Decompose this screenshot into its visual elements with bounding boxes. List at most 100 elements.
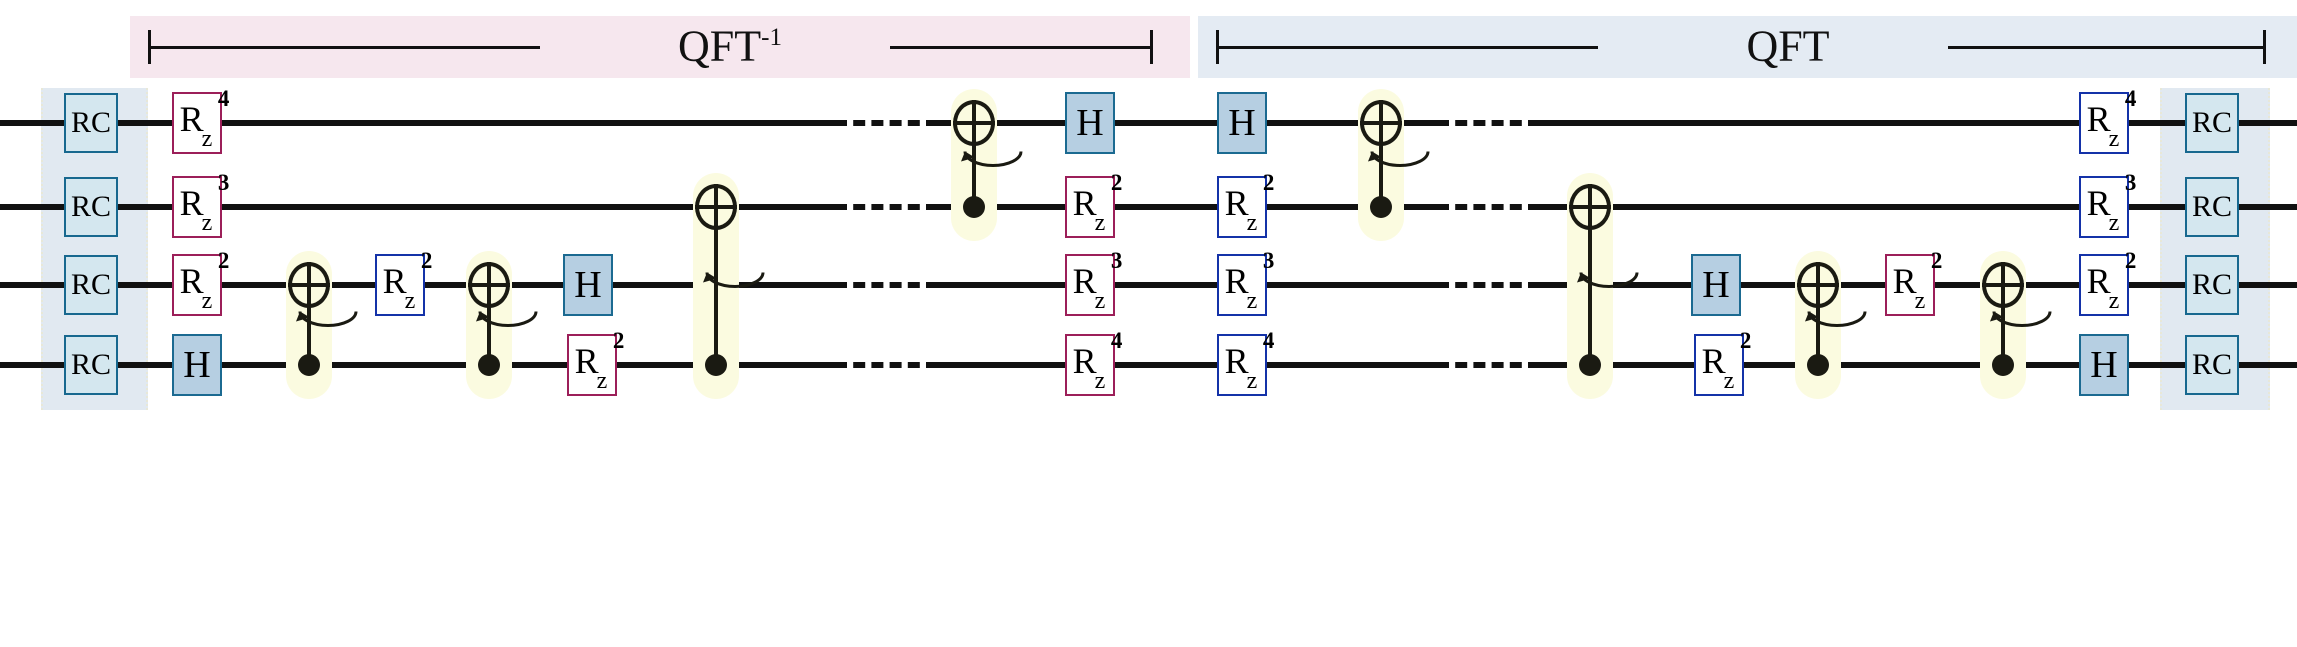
bracket-label-text-qft: QFT [1746, 21, 1830, 71]
rc-gate-label: RC [70, 106, 112, 139]
h-gate[interactable]: H [563, 254, 613, 316]
qubit-wire-ellipsis [835, 120, 938, 126]
cnot-control-dot-icon [1370, 196, 1392, 218]
h-gate-label: H [183, 344, 211, 386]
rc-gate[interactable]: RC [64, 93, 118, 153]
qubit-wire [938, 204, 1437, 210]
bracket-line-left-qft [1216, 46, 1598, 49]
h-gate[interactable]: H [172, 334, 222, 396]
rc-gate[interactable]: RC [2185, 335, 2239, 395]
rc-gate[interactable]: RC [2185, 177, 2239, 237]
rz-gate-superscript: 3 [2124, 170, 2137, 196]
h-gate-label: H [1076, 102, 1104, 144]
bracket-line-left-inverse-qft [148, 46, 540, 49]
rz-gate-base: R [2086, 99, 2111, 140]
qubit-wire [1540, 204, 2297, 210]
rz-gate-base: R [1072, 341, 1097, 382]
rotation-arrow-icon [294, 292, 364, 343]
rz-gate-subscript: z [1914, 287, 1926, 314]
rz-gate-superscript: 2 [1739, 328, 1752, 354]
cnot-target-icon [468, 262, 510, 308]
rz-gate-subscript: z [1094, 209, 1106, 236]
rotation-arrow-icon [959, 132, 1029, 183]
qubit-wire-ellipsis [1437, 204, 1540, 210]
qubit-wire [0, 120, 835, 126]
h-gate[interactable]: H [2079, 334, 2129, 396]
rz-gate-superscript: 4 [217, 86, 230, 112]
qubit-wire [938, 362, 1437, 368]
cnot-control-dot-icon [298, 354, 320, 376]
rc-gate[interactable]: RC [64, 335, 118, 395]
rc-gate[interactable]: RC [64, 255, 118, 315]
rotation-arrow-icon [1988, 292, 2058, 343]
cnot-control-dot-icon [963, 196, 985, 218]
cnot-connector [1816, 285, 1820, 365]
rz-gate-base: R [1224, 341, 1249, 382]
rc-gate-label: RC [70, 190, 112, 223]
rc-gate[interactable]: RC [64, 177, 118, 237]
rz-gate-base: R [1224, 261, 1249, 302]
rotation-arrow-icon [1803, 292, 1873, 343]
rz-gate-base: R [2086, 183, 2111, 224]
rz-gate-base: R [382, 261, 407, 302]
qubit-wire [938, 120, 1437, 126]
rz-gate-subscript: z [1246, 287, 1258, 314]
cnot-target-icon [1569, 184, 1611, 230]
cnot-connector [714, 207, 718, 365]
rc-gate[interactable]: RC [2185, 93, 2239, 153]
bracket-line-right-inverse-qft [890, 46, 1150, 49]
qubit-wire-ellipsis [1437, 362, 1540, 368]
cnot-connector [307, 285, 311, 365]
rz-gate-base: R [179, 183, 204, 224]
h-gate[interactable]: H [1065, 92, 1115, 154]
rz-gate-base: R [1072, 261, 1097, 302]
rz-gate-subscript: z [1246, 209, 1258, 236]
rz-gate-subscript: z [1723, 367, 1735, 394]
rz-gate-base: R [1224, 183, 1249, 224]
bracket-tick-left-inverse-qft [148, 30, 151, 64]
h-gate-label: H [574, 264, 602, 306]
h-gate[interactable]: H [1691, 254, 1741, 316]
qubit-wire-ellipsis [835, 204, 938, 210]
h-gate[interactable]: H [1217, 92, 1267, 154]
cnot-connector [2001, 285, 2005, 365]
cnot-target-icon [1360, 100, 1402, 146]
rz-gate-base: R [1701, 341, 1726, 382]
qubit-wire [0, 204, 835, 210]
qubit-wire-ellipsis [835, 282, 938, 288]
cnot-connector [487, 285, 491, 365]
rz-gate-subscript: z [404, 287, 416, 314]
cnot-target-icon [1982, 262, 2024, 308]
rc-gate[interactable]: RC [2185, 255, 2239, 315]
rotation-arrow-icon [1575, 253, 1645, 304]
rz-gate-superscript: 3 [1262, 248, 1275, 274]
rz-gate-base: R [179, 261, 204, 302]
qubit-wire-ellipsis [1437, 120, 1540, 126]
cnot-control-dot-icon [1579, 354, 1601, 376]
bracket-label-qft: QFT [1746, 20, 1829, 71]
